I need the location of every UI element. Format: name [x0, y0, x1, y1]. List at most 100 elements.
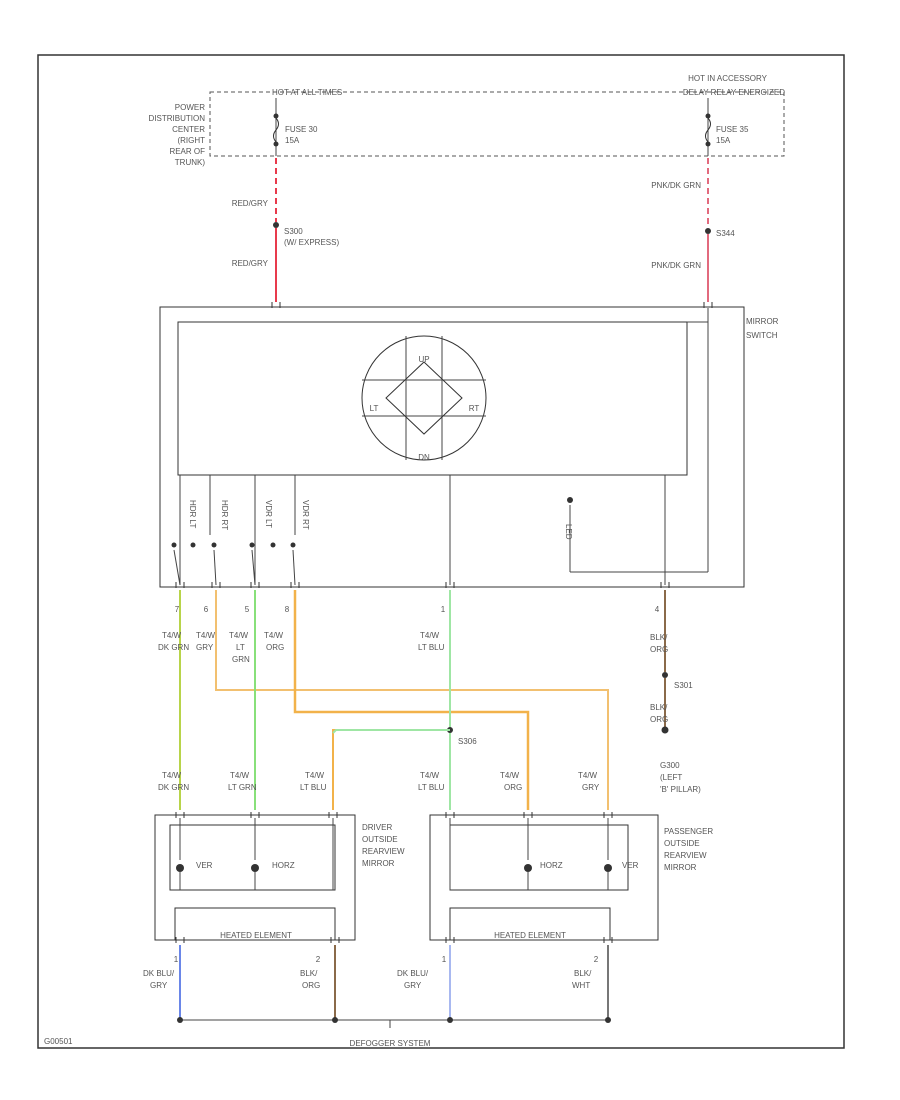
- passenger-horz-motor: [524, 864, 532, 872]
- contact-hdr-lt: HDR LT: [188, 500, 197, 528]
- driver-label-3: REARVIEW: [362, 847, 405, 856]
- splice-s300-label: S300: [284, 227, 303, 236]
- heater-pin-2-driver: 2: [316, 955, 321, 964]
- fuse-30-label: FUSE 30: [285, 125, 318, 134]
- fuse-35-rating: 15A: [716, 136, 731, 145]
- left-feed-wire-bottom-label: RED/GRY: [232, 259, 269, 268]
- p2-label-1: T4/W: [500, 771, 520, 780]
- passenger-label-1: PASSENGER: [664, 827, 713, 836]
- direction-left: LT: [370, 404, 379, 413]
- driver-ver-label: VER: [196, 861, 213, 870]
- contact-switches: [171, 542, 296, 586]
- pdc-label-4: (RIGHT: [177, 136, 205, 145]
- passenger-label-4: MIRROR: [664, 863, 697, 872]
- mirror-switch: MIRROR SWITCH UP DN LT RT LED: [159, 302, 779, 614]
- fuse-35-terminal-top: [705, 113, 711, 119]
- pin-4: 4: [655, 605, 660, 614]
- ground-wire-label-2: ORG: [650, 715, 668, 724]
- p3-label-2: GRY: [582, 783, 600, 792]
- pdc-label-3: CENTER: [172, 125, 205, 134]
- left-feed-wire-top-label: RED/GRY: [232, 199, 269, 208]
- splice-s344: [705, 228, 711, 234]
- right-feed-wire-top-label: PNK/DK GRN: [651, 181, 701, 190]
- defog-right-1-b: GRY: [404, 981, 422, 990]
- passenger-ver-label: VER: [622, 861, 639, 870]
- pin-6: 6: [204, 605, 209, 614]
- fuse-35-label: FUSE 35: [716, 125, 749, 134]
- splice-s300-note: (W/ EXPRESS): [284, 238, 339, 247]
- direction-up: UP: [418, 355, 429, 364]
- wire-org: [293, 590, 530, 810]
- ground-point-2: (LEFT: [660, 773, 682, 782]
- right-power-header-1: HOT IN ACCESSORY: [688, 74, 768, 83]
- driver-mirror: VER HORZ HEATED ELEMENT DRIVER OUTSIDE R…: [154, 812, 405, 943]
- driver-label-2: OUTSIDE: [362, 835, 398, 844]
- pdc-box: [209, 91, 785, 157]
- p3-label-1: T4/W: [578, 771, 598, 780]
- led-terminal: [567, 497, 573, 503]
- pin-8: 8: [285, 605, 290, 614]
- fuse-30-rating: 15A: [285, 136, 300, 145]
- pin-1: 1: [441, 605, 446, 614]
- defog-right-2-b: WHT: [572, 981, 590, 990]
- w1-label-2: DK GRN: [158, 643, 189, 652]
- passenger-horz-label: HORZ: [540, 861, 563, 870]
- ground-point-3: 'B' PILLAR): [660, 785, 701, 794]
- splice-s301: [662, 672, 668, 678]
- passenger-ver-motor: [604, 864, 612, 872]
- p2-label-2: ORG: [504, 783, 522, 792]
- passenger-heater-box: [449, 907, 611, 941]
- splice-s300: [273, 222, 279, 228]
- defog-left-2-a: BLK/: [300, 969, 318, 978]
- fuse-35-terminal-bottom: [705, 141, 711, 147]
- mirror-switch-inner: [177, 321, 688, 476]
- passenger-mirror: HORZ VER HEATED ELEMENT PASSENGER OUTSID…: [429, 812, 713, 943]
- w6-label-2: ORG: [650, 645, 668, 654]
- ground-point-1: G300: [660, 761, 680, 770]
- power-distribution-center: HOT AT ALL TIMES HOT IN ACCESSORY DELAY …: [149, 74, 786, 167]
- w3-label-1: T4/W: [229, 631, 249, 640]
- w5-label-1: T4/W: [420, 631, 440, 640]
- joystick-diamond: [385, 361, 463, 435]
- w2-label-2: GRY: [196, 643, 214, 652]
- driver-label-4: MIRROR: [362, 859, 395, 868]
- diagram-frame: [37, 54, 845, 1049]
- driver-horz-motor: [251, 864, 259, 872]
- p1-label-2: LT BLU: [418, 783, 445, 792]
- driver-horz-label: HORZ: [272, 861, 295, 870]
- left-power-header: HOT AT ALL TIMES: [272, 88, 342, 97]
- direction-down: DN: [418, 453, 430, 462]
- w4-label-1: T4/W: [264, 631, 284, 640]
- p1-label-1: T4/W: [420, 771, 440, 780]
- mirror-switch-box: [159, 306, 745, 588]
- pdc-label-2: DISTRIBUTION: [149, 114, 206, 123]
- d2-label-1: T4/W: [230, 771, 250, 780]
- d2-label-2: LT GRN: [228, 783, 257, 792]
- defogger-system-label: DEFOGGER SYSTEM: [350, 1039, 431, 1048]
- direction-right: RT: [469, 404, 480, 413]
- pdc-label-1: POWER: [175, 103, 205, 112]
- defog-right-1-a: DK BLU/: [397, 969, 429, 978]
- w1-label-1: T4/W: [162, 631, 182, 640]
- defog-right-2-a: BLK/: [574, 969, 592, 978]
- w3-label-2: LT: [236, 643, 245, 652]
- splice-s306-label: S306: [458, 737, 477, 746]
- passenger-label-3: REARVIEW: [664, 851, 707, 860]
- driver-motor-box: [169, 824, 336, 891]
- d3-label-2: LT BLU: [300, 783, 327, 792]
- wire-gry: [215, 590, 609, 810]
- joystick-circle: [361, 335, 487, 461]
- defog-left-1-a: DK BLU/: [143, 969, 175, 978]
- mirror-switch-label-1: MIRROR: [746, 317, 779, 326]
- driver-ver-motor: [176, 864, 184, 872]
- w4-label-2: ORG: [266, 643, 284, 652]
- d3-label-1: T4/W: [305, 771, 325, 780]
- feed-wires: RED/GRY S300 (W/ EXPRESS) RED/GRY PNK/DK…: [232, 158, 735, 302]
- diagram-code: G00501: [44, 1037, 73, 1046]
- passenger-heater-label: HEATED ELEMENT: [494, 931, 566, 940]
- driver-heater-box: [174, 907, 336, 941]
- w2-label-1: T4/W: [196, 631, 216, 640]
- fuse-35-symbol: [705, 117, 711, 143]
- d1-label-2: DK GRN: [158, 783, 189, 792]
